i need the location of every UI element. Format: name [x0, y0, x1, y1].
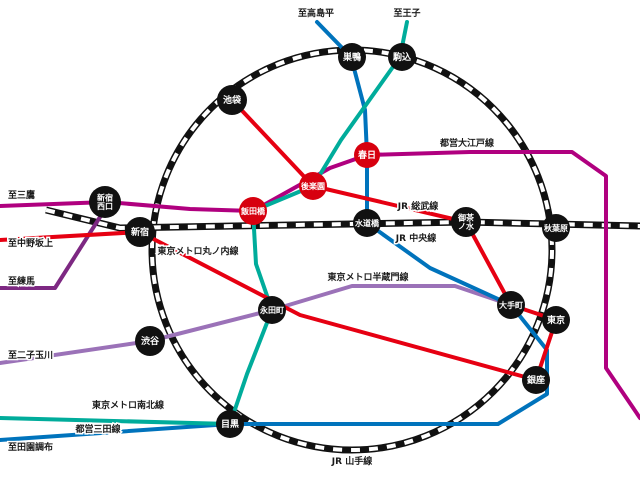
- station-nagatacho-label: 永田町: [259, 305, 284, 315]
- station-otemachi: 大手町: [497, 291, 525, 319]
- stations: 巣鴨駒込池袋春日後楽園新宿西口飯田橋水道橋御茶ノ水秋葉原新宿永田町大手町東京渋谷…: [89, 43, 570, 438]
- station-shibuya-dot: [135, 326, 165, 356]
- line-label-0: 都営大江戸線: [439, 137, 494, 149]
- station-iidabashi-dot: [239, 197, 267, 225]
- station-kasuga-label: 春日: [357, 149, 376, 161]
- station-shinjuku-dot: [125, 217, 155, 247]
- station-ikebukuro: 池袋: [217, 85, 247, 115]
- edge-label-1: 至王子: [393, 8, 420, 19]
- line-label-4: 東京メトロ半蔵門線: [327, 271, 408, 283]
- station-nagatacho: 永田町: [258, 296, 286, 324]
- station-suidobashi-label: 水道橋: [354, 218, 380, 228]
- station-akihabara: 秋葉原: [542, 214, 570, 242]
- station-ginza-dot: [522, 366, 550, 394]
- station-ikebukuro-dot: [217, 85, 247, 115]
- line-mita: [0, 20, 549, 442]
- station-suidobashi-dot: [353, 209, 381, 237]
- map-labels: 都営大江戸線 JR 総武線 JR 中央線東京メトロ丸ノ内線東京メトロ半蔵門線東京メト…: [7, 6, 496, 469]
- line-label-3: 東京メトロ丸ノ内線: [157, 245, 238, 257]
- station-sugamo-label: 巣鴨: [342, 51, 361, 63]
- edge-label-6: 至田園調布: [8, 441, 53, 453]
- station-meguro-label: 目黒: [221, 419, 239, 430]
- line-label-6: 都営三田線: [74, 423, 120, 435]
- station-ikebukuro-label: 池袋: [223, 94, 242, 106]
- station-tokyo-label: 東京: [547, 314, 565, 326]
- station-ginza-label: 銀座: [527, 374, 545, 386]
- station-akihabara-label: 秋葉原: [543, 223, 568, 233]
- line-label-1: JR 総武線: [397, 200, 438, 212]
- station-akihabara-dot: [542, 214, 570, 242]
- line-label-2: JR 中央線: [395, 232, 436, 244]
- station-shinjuku-nishiguchi-label: 新宿: [97, 192, 113, 202]
- station-shinjuku-nishiguchi-dot: [89, 186, 121, 218]
- line-hanzomon: [0, 284, 513, 365]
- station-shinjuku-label: 新宿: [131, 226, 149, 238]
- edge-label-5: 至二子玉川: [8, 350, 53, 361]
- station-iidabashi: 飯田橋: [239, 197, 267, 225]
- station-korakuen-label: 後楽園: [301, 181, 325, 191]
- station-sugamo: 巣鴨: [338, 43, 366, 71]
- station-ochanomizu-label: ノ水: [458, 221, 475, 231]
- station-korakuen-dot: [299, 172, 327, 200]
- line-label-5: 東京メトロ南北線: [92, 399, 164, 411]
- station-suidobashi: 水道橋: [353, 209, 381, 237]
- station-ochanomizu-label: 御茶: [457, 212, 475, 222]
- station-komagome-dot: [388, 43, 416, 71]
- station-meguro-dot: [216, 410, 244, 438]
- station-ginza: 銀座: [522, 366, 550, 394]
- station-komagome: 駒込: [388, 43, 416, 71]
- station-kasuga-dot: [354, 142, 380, 168]
- station-shibuya-label: 渋谷: [141, 335, 160, 347]
- station-tokyo: 東京: [542, 306, 570, 334]
- station-sugamo-dot: [338, 43, 366, 71]
- line-namboku: [0, 20, 409, 426]
- station-tokyo-dot: [542, 306, 570, 334]
- edge-label-0: 至高島平: [298, 7, 334, 19]
- station-otemachi-label: 大手町: [499, 300, 523, 310]
- station-kasuga: 春日: [354, 142, 380, 168]
- station-korakuen: 後楽園: [299, 172, 327, 200]
- station-ochanomizu-dot: [451, 207, 481, 237]
- station-meguro: 目黒: [216, 410, 244, 438]
- edge-label-2: 至三鷹: [8, 189, 35, 201]
- line-label-7: JR 山手線: [331, 455, 372, 467]
- station-komagome-label: 駒込: [392, 51, 411, 63]
- station-shinjuku-nishiguchi-label: 西口: [97, 202, 113, 211]
- edge-label-3: 至中野坂上: [8, 237, 53, 249]
- station-nagatacho-dot: [258, 296, 286, 324]
- station-iidabashi-label: 飯田橋: [240, 206, 266, 216]
- edge-label-4: 至練馬: [8, 275, 35, 287]
- station-shibuya: 渋谷: [135, 326, 165, 356]
- station-shinjuku: 新宿: [125, 217, 155, 247]
- station-otemachi-dot: [497, 291, 525, 319]
